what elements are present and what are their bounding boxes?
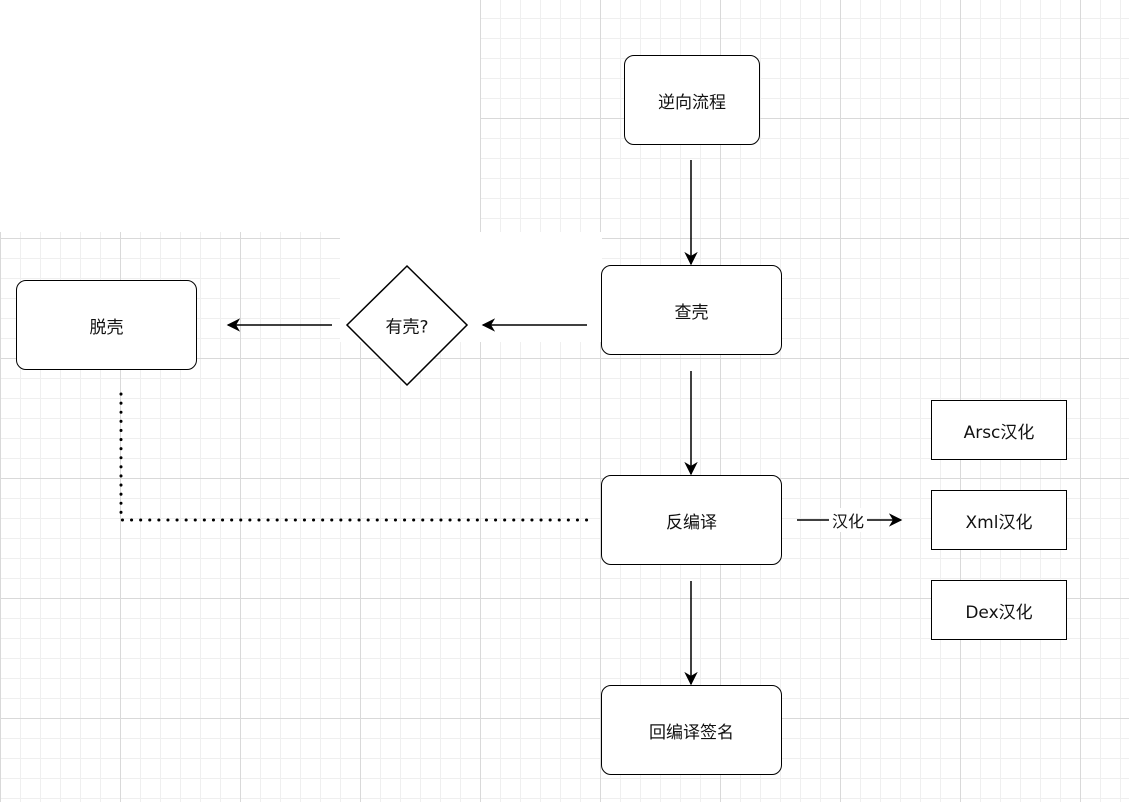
- node-recompile-sign[interactable]: 回编译签名: [601, 685, 782, 775]
- edge-label-localize: 汉化: [828, 508, 868, 532]
- node-dex-localize[interactable]: Dex汉化: [931, 580, 1067, 640]
- node-unpack[interactable]: 脱壳: [16, 280, 197, 370]
- edge-unpack-to-decompile-dotted: [119, 392, 589, 522]
- canvas-blank-area-right: [340, 232, 602, 342]
- node-reverse-flow[interactable]: 逆向流程: [624, 55, 760, 145]
- has-shell-label: 有壳?: [385, 317, 429, 338]
- node-arsc-localize[interactable]: Arsc汉化: [931, 400, 1067, 460]
- node-decompile[interactable]: 反编译: [601, 475, 782, 565]
- node-xml-localize[interactable]: Xml汉化: [931, 490, 1067, 550]
- node-check-shell[interactable]: 查壳: [601, 265, 782, 355]
- canvas-blank-area: [0, 0, 480, 232]
